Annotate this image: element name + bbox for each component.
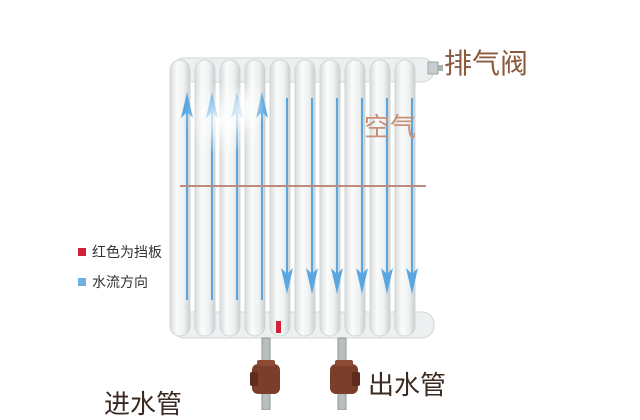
- legend-label: 红色为挡板: [92, 245, 162, 261]
- outlet-pipe-label: 出水管: [368, 371, 447, 401]
- legend-swatch-baffle: [78, 248, 86, 256]
- air-vent-label: 排气阀: [444, 47, 529, 80]
- radiator-column: [319, 59, 341, 337]
- air-label: 空气: [364, 113, 417, 143]
- radiator-column: [369, 59, 391, 337]
- baffle-mark: [276, 321, 281, 333]
- flow-arrow-down: [381, 98, 393, 294]
- inlet-pipe: [250, 337, 280, 411]
- radiator-column: [394, 59, 416, 337]
- air-bubble: [226, 82, 266, 134]
- inlet-valve: [250, 360, 280, 394]
- air-vent-valve: [427, 61, 443, 75]
- legend-item-baffle: 红色为挡板: [78, 242, 162, 262]
- radiator-diagram: 排气阀 空气 出水管 进水管 红色为挡板 水流方向: [78, 47, 529, 418]
- outlet-valve: [330, 360, 360, 394]
- radiator-column: [169, 59, 191, 337]
- outlet-pipe: [330, 337, 360, 411]
- legend-item-flow: 水流方向: [78, 272, 148, 292]
- radiator-column: [294, 59, 316, 337]
- flow-arrow-down: [406, 98, 418, 294]
- inlet-pipe-label: 进水管: [104, 390, 183, 420]
- flow-arrow-down: [281, 98, 293, 294]
- legend-swatch-flow: [78, 278, 86, 286]
- radiator-column: [344, 59, 366, 337]
- legend-label: 水流方向: [92, 275, 148, 291]
- flow-arrow-down: [331, 98, 343, 294]
- radiator-drawing: [169, 57, 443, 411]
- radiator-column: [269, 59, 291, 337]
- flow-arrow-down: [306, 98, 318, 294]
- flow-arrow-down: [356, 98, 368, 294]
